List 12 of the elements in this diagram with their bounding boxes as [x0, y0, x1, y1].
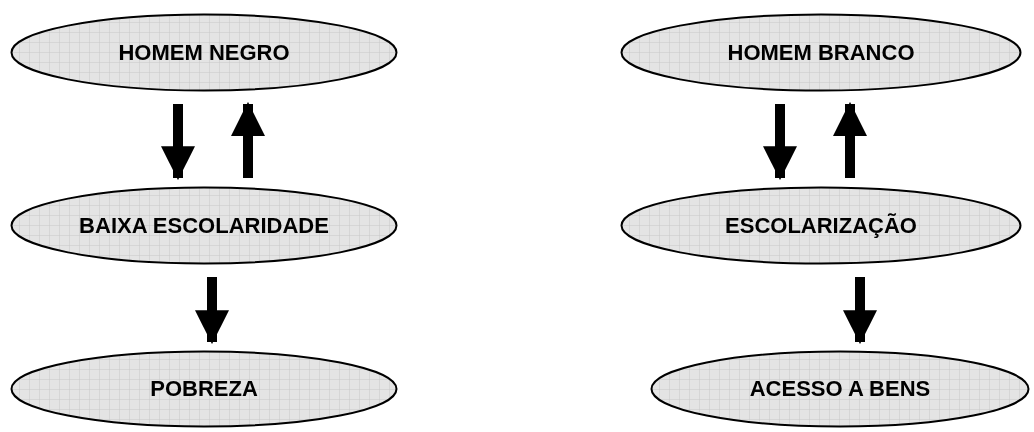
- arrow: [161, 104, 195, 181]
- arrow: [231, 101, 265, 178]
- arrow: [195, 277, 229, 345]
- arrow: [763, 104, 797, 181]
- arrow: [843, 277, 877, 345]
- arrow: [833, 101, 867, 178]
- node-label: ACESSO A BENS: [749, 376, 931, 402]
- node-label: HOMEM NEGRO: [118, 39, 290, 66]
- node-label: ESCOLARIZAÇÃO: [725, 212, 917, 239]
- node-label: HOMEM BRANCO: [727, 39, 915, 66]
- node-label: POBREZA: [150, 376, 258, 402]
- node-label: BAIXA ESCOLARIDADE: [79, 212, 329, 239]
